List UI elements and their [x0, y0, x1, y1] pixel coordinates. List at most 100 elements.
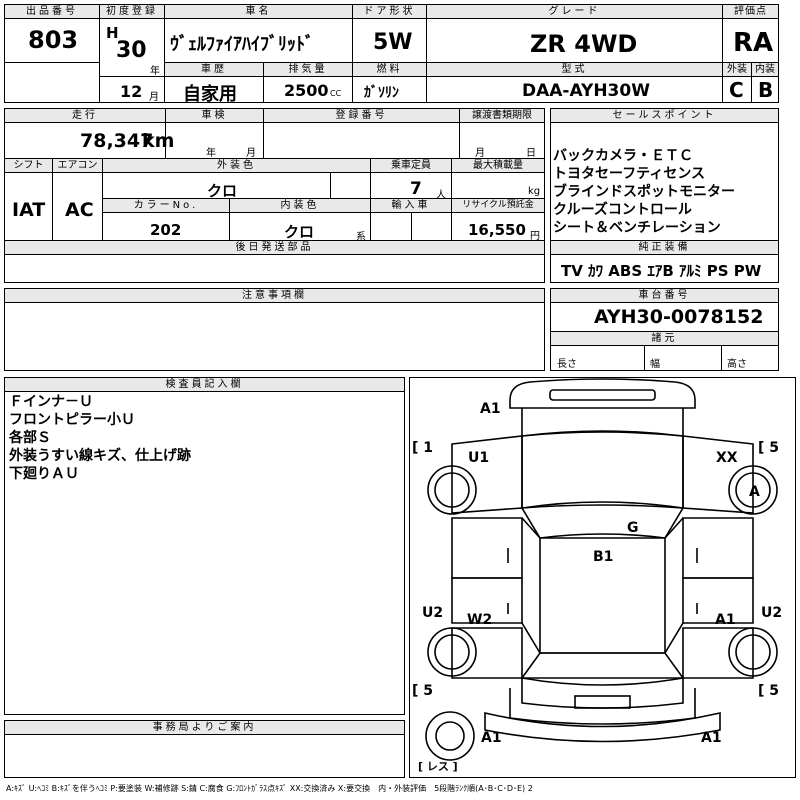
reg-no-header: 登録番号: [264, 109, 459, 123]
notes-header: 注意事項欄: [5, 289, 544, 303]
seats-unit: 人: [436, 190, 446, 201]
inspector-note-line: 各部Ｓ: [9, 430, 51, 446]
inspector-note-line: 外装うすい線キズ、仕上げ跡: [9, 448, 191, 464]
fuel: ｶﾞｿﾘﾝ: [364, 85, 399, 101]
equipment-list: TV ｶﾜ ABS ｴｱB ｱﾙﾐ PS PW: [561, 262, 762, 280]
grade-header: グレード: [427, 5, 722, 19]
inspection-header: 車検: [166, 109, 263, 123]
exterior-color: クロ: [207, 182, 238, 200]
sales-point-item: クルーズコントロール: [553, 202, 692, 218]
inspector-notes: Ｆインナ－Ｕ フロントピラー小Ｕ 各部Ｓ 外装うすい線キズ、仕上げ跡下廻りＡＵ: [9, 393, 191, 483]
color-number: 202: [150, 221, 182, 239]
tire-rear-left: [ 5: [412, 683, 434, 699]
recycle-unit: 円: [530, 231, 540, 242]
inspector-note-line: フロントピラー小Ｕ: [9, 412, 135, 428]
score: RA: [733, 28, 774, 58]
door-type: 5W: [373, 30, 413, 55]
seats-header: 乗車定員: [371, 159, 451, 173]
length-label: 長さ: [557, 359, 577, 370]
reg-year: 30: [116, 38, 147, 63]
interior-color: クロ: [284, 223, 315, 241]
tire-front-right: [ 5: [758, 440, 780, 456]
shift-header: シフト: [5, 159, 52, 173]
inspection-year-unit: 年: [206, 148, 216, 159]
inspector-header: 検査員記入欄: [5, 378, 404, 392]
inspector-note-line: 下廻りＡＵ: [9, 466, 79, 482]
mileage: 78,347: [80, 130, 154, 152]
grade: ZR 4WD: [530, 30, 638, 58]
car-history: 自家用: [183, 84, 237, 105]
damage-mark-a1-rear-right: A1: [701, 730, 722, 746]
width-label: 幅: [650, 359, 660, 370]
transfer-day-unit: 日: [526, 148, 536, 159]
import-header: 輸入車: [371, 199, 451, 213]
interior-header: 内装: [752, 63, 778, 77]
damage-mark-b1: B1: [593, 549, 614, 565]
damage-mark-a1-front: A1: [480, 401, 501, 417]
inspection-month-unit: 月: [246, 148, 256, 159]
reg-month: 12: [120, 82, 143, 101]
recycle-fee: 16,550: [468, 221, 526, 239]
exterior-grade: C: [729, 78, 744, 102]
lot-no-header: 出品番号: [5, 5, 99, 19]
tire-front-left: [ 1: [412, 440, 434, 456]
dims-header: 諸元: [551, 332, 778, 346]
later-parts-header: 後日発送部品: [5, 241, 544, 255]
era: H: [106, 24, 119, 42]
car-name-header: 車名: [165, 5, 352, 19]
max-load-unit: kg: [528, 186, 541, 197]
displacement: 2500: [284, 81, 329, 100]
mileage-unit: km: [142, 130, 175, 152]
office-header: 事務局よりご案内: [5, 721, 404, 735]
sales-point-item: ブラインドスポットモニター: [553, 184, 735, 200]
ext-color-header: 外装色: [103, 159, 370, 173]
damage-mark-a1-right: A1: [715, 612, 736, 628]
int-color-header: 内装色: [230, 199, 370, 213]
tire-rear-right: [ 5: [758, 683, 780, 699]
sales-point-item: シート＆ベンチレーション: [553, 220, 721, 236]
exterior-header: 外装: [723, 63, 751, 77]
ac-header: エアコン: [53, 159, 102, 173]
recycle-header: リサイクル預託金: [452, 199, 544, 213]
legend-footnote: A:ｷｽﾞ U:ﾍｺﾐ B:ｷｽﾞを伴うﾍｺﾐ P:要塗装 W:補修跡 S:錆 …: [6, 784, 533, 793]
sales-point-header: セールスポイント: [551, 109, 778, 123]
max-load-header: 最大積載量: [452, 159, 544, 173]
damage-mark-u2-right: U2: [761, 605, 783, 621]
door-header: ドア形状: [353, 5, 426, 19]
spare-tire: [ レス ]: [418, 760, 458, 773]
displacement-unit: CC: [330, 89, 342, 98]
damage-mark-w2: W2: [467, 612, 493, 628]
month-unit: 月: [149, 92, 159, 103]
displacement-header: 排気量: [264, 63, 352, 77]
interior-color-unit: 系: [356, 232, 366, 243]
damage-mark-g: G: [627, 520, 639, 536]
shift: IAT: [12, 199, 46, 221]
inspector-note-line: Ｆインナ－Ｕ: [9, 394, 93, 410]
seats: 7: [410, 179, 422, 199]
damage-mark-a-right-front: A: [749, 484, 760, 500]
equipment-header: 純正装備: [551, 241, 778, 255]
year-unit: 年: [150, 66, 160, 77]
sales-point-item: バックカメラ・ＥＴＣ: [553, 148, 693, 164]
transfer-month-unit: 月: [475, 148, 485, 159]
car-outline: [425, 378, 778, 761]
header-block: [4, 4, 779, 103]
car-name: ｳﾞｪﾙﾌｧｲｱﾊｲﾌﾞﾘｯﾄﾞ: [170, 34, 314, 55]
damage-diagram: A1 U1 XX A G B1 U2 W2 A1 U2 A1 A1 [ 1 [ …: [409, 377, 796, 778]
history-header: 車歴: [165, 63, 263, 77]
damage-mark-a1-rear-left: A1: [481, 730, 502, 746]
transfer-doc-header: 譲渡書類期限: [460, 109, 544, 123]
mileage-header: 走行: [5, 109, 165, 123]
lot-no: 803: [28, 26, 79, 54]
damage-mark-u1: U1: [468, 450, 490, 466]
chassis-number: AYH30-0078152: [594, 306, 764, 328]
score-header: 評価点: [723, 5, 778, 19]
height-label: 高さ: [727, 359, 747, 370]
damage-mark-u2-left: U2: [422, 605, 444, 621]
interior-grade: B: [758, 78, 774, 102]
model-header: 型式: [427, 63, 722, 77]
first-reg-header: 初度登録: [100, 5, 164, 19]
chassis-header: 車台番号: [551, 289, 778, 303]
model-code: DAA-AYH30W: [522, 81, 650, 101]
color-no-header: カラーNo.: [103, 199, 229, 213]
